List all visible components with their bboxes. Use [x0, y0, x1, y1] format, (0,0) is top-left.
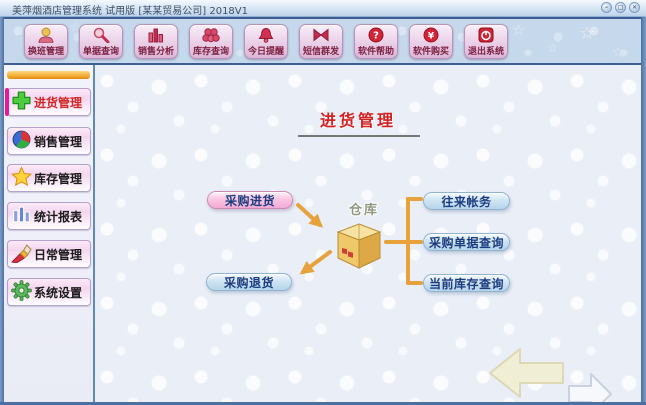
warehouse-label: 仓库	[348, 203, 379, 218]
toolbar-button-label: 销售分析	[137, 46, 174, 57]
sidebar-item-label: 系统设置	[34, 285, 83, 300]
document-query-button[interactable]: 单据查询	[79, 24, 123, 59]
toolbar-button-label: 退出系统	[467, 46, 504, 57]
toolbar: ☆ ☆ ☆ ☆ ☆ ☆ 换班管理 单据查询 销售分析 库存查询	[4, 17, 641, 65]
sidebar-top-bar	[7, 71, 90, 79]
minimize-button[interactable]: –	[601, 2, 612, 13]
sidebar-item-sales-management[interactable]: 销售管理	[7, 127, 91, 155]
purchase-in-button[interactable]: 采购进货	[207, 191, 293, 209]
window-frame-bottom	[0, 402, 646, 405]
sidebar-item-label: 库存管理	[34, 171, 83, 186]
brush-icon	[11, 242, 32, 266]
exit-system-button[interactable]: 退出系统	[464, 24, 508, 59]
current-stock-query-button[interactable]: 当前库存查询	[423, 274, 510, 292]
star-icon	[11, 166, 32, 190]
help-icon: ?	[365, 27, 387, 47]
sidebar-item-purchase-management[interactable]: 进货管理	[5, 88, 91, 116]
inventory-grapes-icon	[200, 27, 222, 47]
window-controls: – □ ✕	[601, 2, 640, 13]
maximize-button[interactable]: □	[615, 2, 626, 13]
sidebar-item-system-settings[interactable]: 系统设置	[7, 278, 91, 306]
plus-icon	[11, 90, 32, 114]
toolbar-button-label: 软件帮助	[357, 46, 394, 57]
document-search-icon	[90, 27, 112, 47]
reminder-bell-icon	[255, 27, 277, 47]
page-title: 进货管理	[319, 111, 396, 130]
shift-person-icon	[35, 27, 57, 47]
sidebar-item-label: 进货管理	[34, 95, 83, 110]
exit-icon	[475, 27, 497, 47]
gear-icon	[11, 280, 32, 304]
sales-chart-icon	[145, 27, 167, 47]
purchase-icon: ¥	[420, 27, 442, 47]
page-title-underline	[298, 135, 420, 137]
title-bar: 美萍烟酒店管理系统 试用版 [某某贸易公司] 2018V1 – □ ✕	[0, 0, 646, 17]
close-button[interactable]: ✕	[629, 2, 640, 13]
sidebar-item-label: 统计报表	[34, 209, 83, 224]
toolbar-button-label: 短信群发	[302, 46, 339, 57]
window-frame-left	[0, 17, 4, 405]
sms-broadcast-button[interactable]: 短信群发	[299, 24, 343, 59]
software-purchase-button[interactable]: ¥ 软件购买	[409, 24, 453, 59]
warehouse-box-icon	[336, 223, 382, 269]
shift-management-button[interactable]: 换班管理	[24, 24, 68, 59]
back-arrow-icon	[489, 348, 564, 398]
toolbar-button-label: 单据查询	[82, 46, 119, 57]
svg-text:?: ?	[373, 30, 379, 41]
purchase-doc-query-button[interactable]: 采购单据查询	[423, 233, 510, 251]
watermark-arrows	[489, 348, 612, 402]
toolbar-button-label: 换班管理	[27, 46, 64, 57]
sidebar-item-inventory-management[interactable]: 库存管理	[7, 164, 91, 192]
pie-chart-icon	[11, 129, 32, 153]
toolbar-button-label: 软件购买	[412, 46, 449, 57]
sales-analysis-button[interactable]: 销售分析	[134, 24, 178, 59]
svg-text:¥: ¥	[428, 31, 435, 41]
current-accounts-button[interactable]: 往来帐务	[423, 192, 510, 210]
sidebar-item-label: 销售管理	[34, 134, 83, 149]
purchase-return-button[interactable]: 采购退货	[206, 273, 292, 291]
sidebar: 进货管理 销售管理 库存管理 统计报表 日常管理 系统设置	[4, 65, 95, 402]
main-content: 进货管理 仓库	[95, 65, 641, 402]
window-frame-right	[641, 17, 646, 405]
window-title: 美萍烟酒店管理系统 试用版 [某某贸易公司] 2018V1	[12, 6, 248, 17]
toolbar-button-label: 今日提醒	[247, 46, 284, 57]
toolbar-buttons: 换班管理 单据查询 销售分析 库存查询 今日提醒 短信群发	[4, 19, 641, 59]
sidebar-item-label: 日常管理	[34, 247, 83, 262]
today-reminder-button[interactable]: 今日提醒	[244, 24, 288, 59]
forward-arrow-icon	[568, 373, 612, 402]
software-help-button[interactable]: ? 软件帮助	[354, 24, 398, 59]
inventory-query-button[interactable]: 库存查询	[189, 24, 233, 59]
sidebar-item-daily-management[interactable]: 日常管理	[7, 240, 91, 268]
sidebar-item-statistics-reports[interactable]: 统计报表	[7, 202, 91, 230]
toolbar-button-label: 库存查询	[192, 46, 229, 57]
bar-chart-icon	[11, 204, 32, 228]
sms-icon	[310, 27, 332, 47]
